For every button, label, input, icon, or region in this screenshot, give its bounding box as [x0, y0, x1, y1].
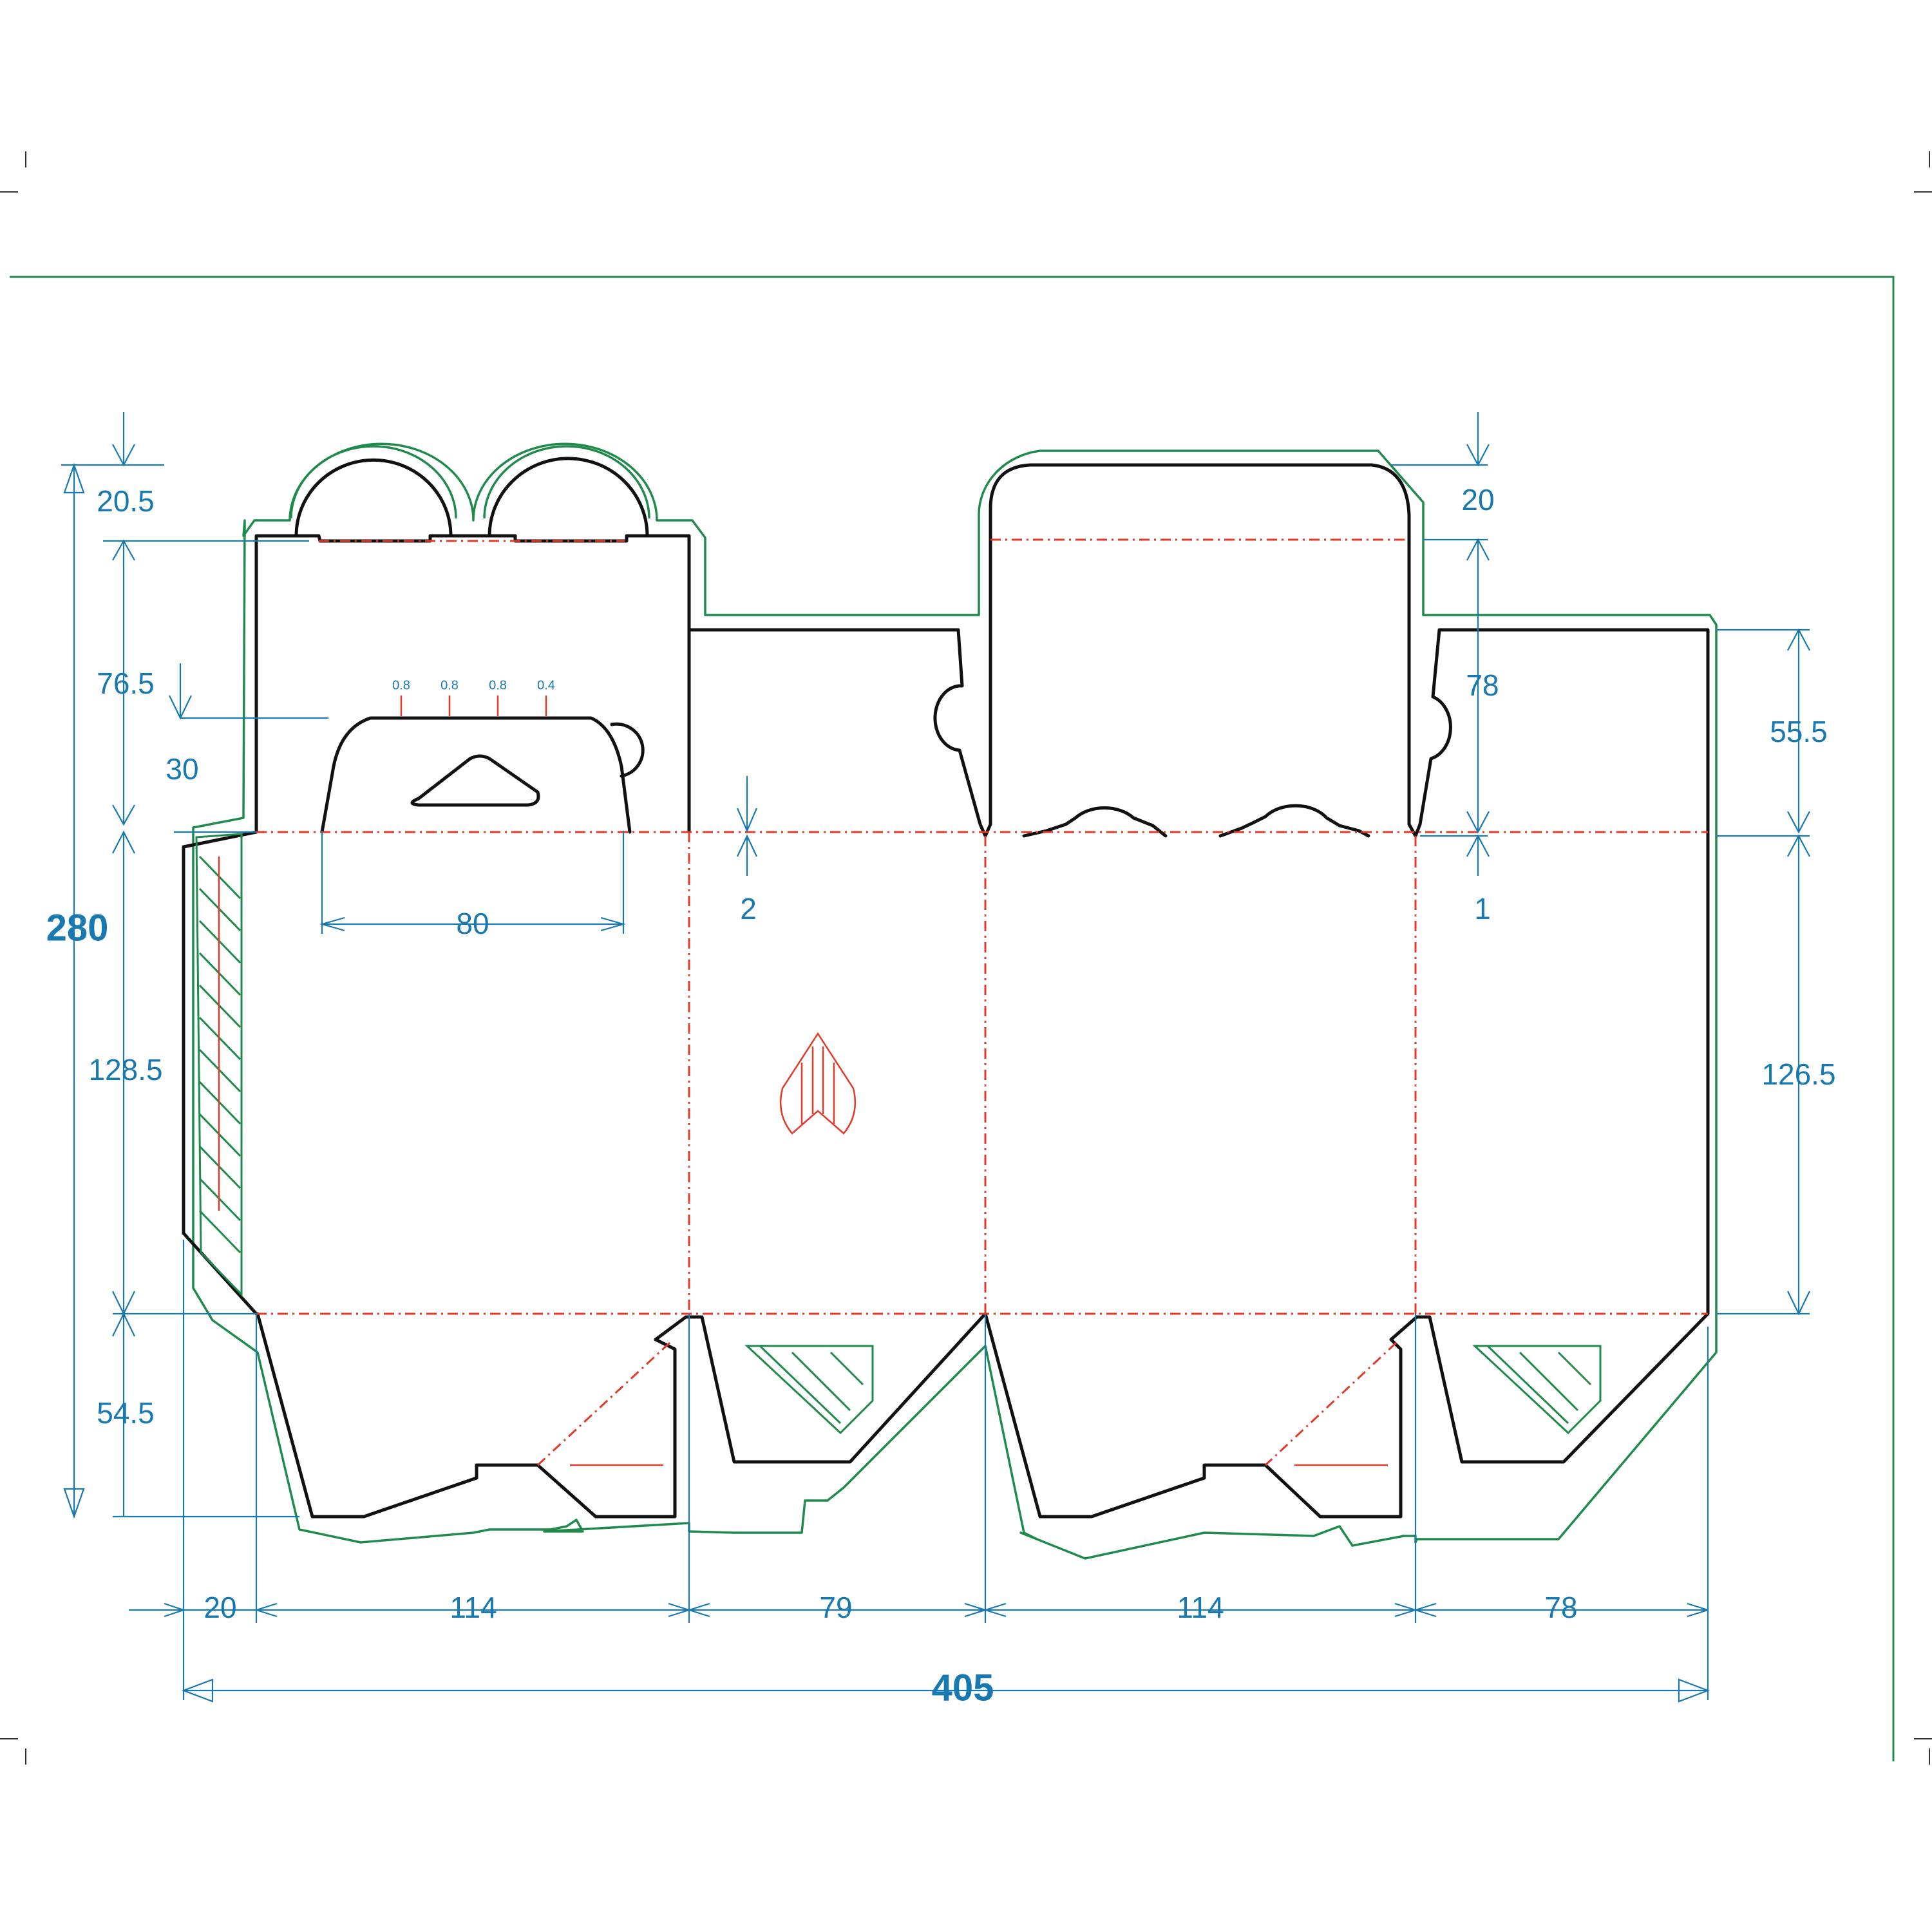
dim-gap-right: 1	[1474, 892, 1491, 925]
dim-gap-left: 2	[740, 892, 757, 925]
dim-lid-tab-height: 20	[1461, 483, 1494, 516]
dim-panel-b-width: 79	[819, 1591, 852, 1624]
dim-lid-height: 78	[1466, 668, 1499, 702]
dim-body-height-right: 126.5	[1761, 1057, 1835, 1091]
bottom-flap-windows	[744, 1345, 1602, 1435]
scoring-mark-2: 0.8	[440, 678, 459, 692]
dim-total-width: 405	[932, 1667, 994, 1709]
dim-bottom-height: 54.5	[97, 1396, 155, 1430]
dim-top-panel-height: 76.5	[97, 667, 155, 700]
bleed-outline	[192, 442, 1718, 1560]
dim-hanger-width: 80	[456, 907, 489, 940]
dim-glue-flap-width: 20	[204, 1591, 236, 1624]
fold-lines	[256, 538, 1708, 1466]
dimension-lines	[61, 412, 1810, 1703]
dim-side-flap-height: 55.5	[1770, 715, 1828, 748]
dim-hanger-offset: 30	[166, 752, 198, 786]
opening-arrow-mark	[779, 1032, 857, 1135]
scoring-mark-4: 0.4	[537, 678, 555, 692]
scoring-mark-3: 0.8	[489, 678, 507, 692]
top-lobes-bleed	[290, 445, 650, 519]
dim-panel-d-width: 78	[1544, 1591, 1577, 1624]
cut-lines	[182, 457, 1710, 1519]
scoring-marks: 0.8 0.8 0.8 0.4	[392, 678, 555, 716]
dimension-labels: 280 405 20.5 76.5 30 128.5 54.5 20 114 7…	[46, 483, 1836, 1709]
dim-top-tab-height: 20.5	[97, 484, 155, 518]
sheet-frame	[10, 276, 1895, 1761]
dim-panel-c-width: 114	[1177, 1591, 1224, 1624]
dim-body-height-left: 128.5	[88, 1053, 162, 1086]
dim-total-height: 280	[46, 907, 109, 949]
scoring-mark-1: 0.8	[392, 678, 410, 692]
glue-flap-hatch	[195, 833, 243, 1297]
dim-panel-a-width: 114	[450, 1591, 497, 1624]
crop-marks	[0, 151, 1932, 1765]
